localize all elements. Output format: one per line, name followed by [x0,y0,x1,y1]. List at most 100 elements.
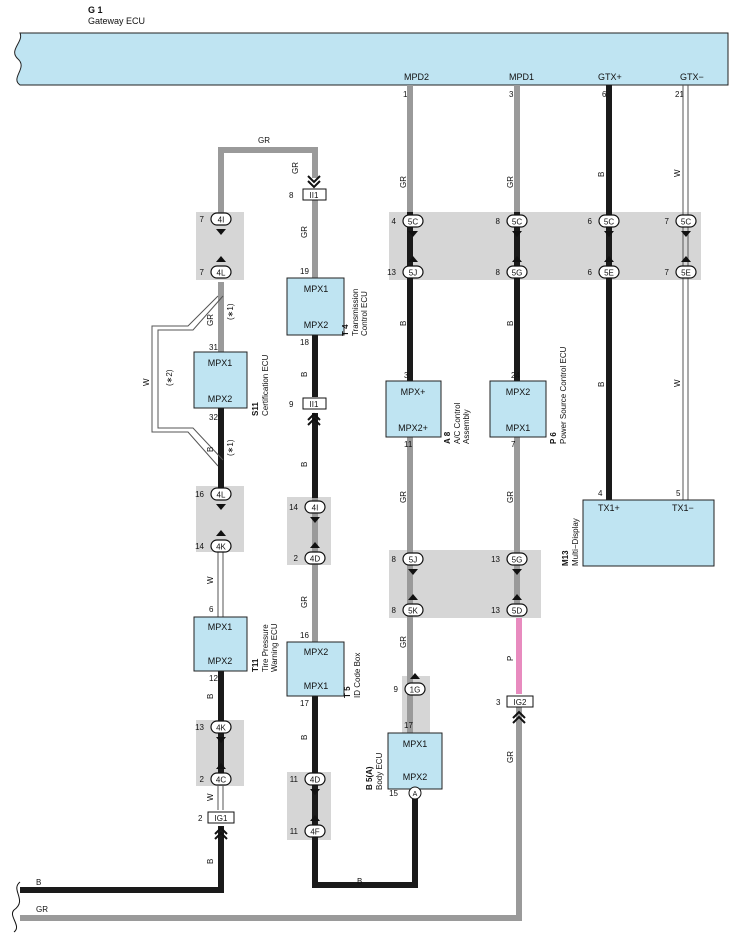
pin-number: 16 [300,631,309,640]
note-label: (∗2) [165,369,174,386]
connector-label: 5C [681,218,691,227]
note-label: (∗1) [226,303,235,320]
wire-color-label: GR [300,596,309,608]
connector-label: 4K [216,724,226,733]
svg-text:MPX2: MPX2 [304,320,329,330]
connector-pin: 1G 9 [394,673,426,696]
pin-number: 4 [598,489,603,498]
ecu-t4: MPX1 MPX2 T 4 Transmission Control ECU [286,277,369,336]
svg-text:IG2: IG2 [514,698,527,707]
svg-text:S11: S11 [251,402,260,416]
pin-number: 7 [200,268,205,277]
pin-number: 17 [404,721,413,730]
connector-label: 1G [410,686,421,695]
pin-num: 3 [509,90,514,99]
wire-color-label: B [36,878,41,887]
pin-number: 9 [394,685,399,694]
svg-text:ID Code Box: ID Code Box [353,653,362,698]
connector-label: 5C [604,218,614,227]
pin-number: 8 [392,606,397,615]
wire-color-label: W [206,793,215,801]
gateway-pin-mpd2: MPD2 [404,72,429,82]
svg-text:Transmission: Transmission [351,289,360,336]
connector-pin: 5C7 [665,214,697,237]
connector-label: 4D [310,776,320,785]
pin-number: 31 [209,343,218,352]
wire-color-label: W [142,378,151,386]
connector-label: 4K [216,543,226,552]
pin-number: 19 [300,267,309,276]
connector-label: 5E [681,269,691,278]
connector-label: 5J [409,269,417,278]
inline-connector: IG2 3 [496,695,534,724]
svg-text:MPX1: MPX1 [304,681,329,691]
pin-number: 6 [588,268,593,277]
svg-text:MPX2: MPX2 [208,656,233,666]
wire-color-label: GR [506,176,515,188]
connector-pin: 5E6 [588,256,620,279]
wire-color-label: B [597,382,606,387]
gray-wires [20,85,522,921]
svg-text:IG1: IG1 [215,814,228,823]
connector-pin: 5E7 [665,256,697,279]
svg-text:MPX1: MPX1 [304,284,329,294]
svg-text:MPX2: MPX2 [506,387,531,397]
svg-text:MPX1: MPX1 [208,622,233,632]
connector-label: 4C [216,776,226,785]
svg-text:MPX1: MPX1 [403,739,428,749]
svg-text:T11: T11 [251,658,260,672]
svg-text:Assembly: Assembly [462,409,471,444]
connector-label: 5G [512,269,523,278]
wire-color-label: B [300,372,309,377]
svg-text:2: 2 [198,814,203,823]
svg-text:3: 3 [496,698,501,707]
white-wires [151,85,689,810]
svg-text:MPX2+: MPX2+ [398,423,428,433]
svg-text:TX1−: TX1− [672,503,694,513]
junction-block [389,212,701,280]
inline-connector: II1 9 [289,397,327,426]
pin-number: 7 [200,215,205,224]
harness-curl [12,881,21,933]
svg-text:Control ECU: Control ECU [360,291,369,336]
connector-pin: 5C8 [496,214,528,237]
svg-text:II1: II1 [310,400,319,409]
pin-number: 2 [200,775,205,784]
wire-color-label: GR [206,314,215,326]
wire-color-label: B [206,694,215,699]
svg-text:Body ECU: Body ECU [375,752,384,790]
connector-label: 5D [512,607,522,616]
pin-number: 11 [404,440,413,449]
svg-text:T 4: T 4 [341,324,350,336]
pin-number: 13 [491,555,500,564]
gateway-pin-gtxm: GTX− [680,72,704,82]
wire-color-label: P [506,656,515,661]
wire-color-label: B [300,735,309,740]
svg-text:TX1+: TX1+ [598,503,620,513]
svg-text:A/C Control: A/C Control [453,402,462,444]
pin-number: 16 [195,490,204,499]
gateway-id: G 1 [88,5,103,15]
svg-text:A 8: A 8 [443,431,452,444]
svg-text:MPX1: MPX1 [506,423,531,433]
wire-color-label: GR [300,226,309,238]
connector-pin: 5C6 [588,214,620,237]
connector-label: 4L [217,269,226,278]
connector-label: 4I [312,504,319,513]
svg-text:Warning ECU: Warning ECU [270,623,279,672]
ecu-a8: MPX+ MPX2+ A 8 A/C Control Assembly [385,380,471,444]
wire-color-label: B [357,877,362,886]
pin-number: 5 [676,489,681,498]
connector-pin: 5K8 [392,594,424,617]
pin-number: 14 [195,542,204,551]
connector-label: 5J [409,556,417,565]
svg-text:8: 8 [289,191,294,200]
pin-number: 6 [209,605,214,614]
wire-color-label: GR [506,751,515,763]
connector-label: 4D [310,555,320,564]
